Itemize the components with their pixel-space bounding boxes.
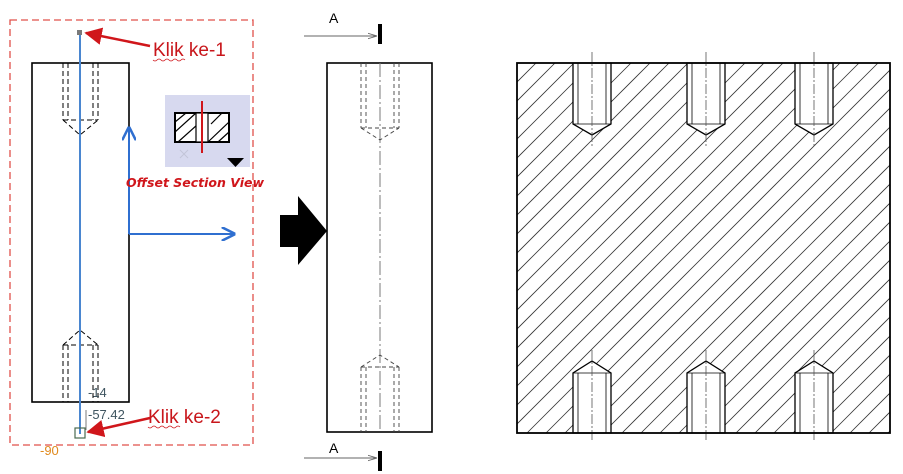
hatch-line: [697, 240, 890, 433]
left-panel: -14 -57.42 -90 Klik ke-1 Klik ke-2 O: [9, 19, 264, 458]
hatch-line: [517, 63, 727, 273]
hole-center-lines: [591, 52, 815, 440]
hatch-line: [517, 63, 575, 121]
click-1-label: Klik ke-1: [153, 40, 226, 61]
hatch-line: [517, 63, 803, 349]
hatch-pattern: [517, 63, 890, 433]
click-2-arrow: [86, 416, 151, 438]
hatch-line: [517, 63, 632, 178]
selection-frame: [9, 19, 254, 446]
hidden-hole-bottom-view: [360, 354, 400, 432]
dimension-readout-2: -57.42: [88, 407, 125, 422]
hatch-line: [517, 63, 708, 254]
hatch-line: [792, 335, 890, 433]
hatch-line: [517, 63, 841, 387]
click-1-underline: [152, 58, 186, 62]
hidden-hole-top-view: [360, 63, 400, 141]
hatch-line: [517, 63, 746, 292]
section-outline: [516, 62, 891, 434]
section-label-bottom: A: [329, 440, 339, 456]
cut-end-handle[interactable]: [74, 427, 86, 439]
coordinate-axes: [129, 128, 234, 234]
click-2-label: Klik ke-2: [148, 407, 221, 428]
hatch-line: [602, 145, 890, 433]
middle-panel: A A: [304, 10, 433, 471]
click-2-underline: [147, 425, 181, 429]
hatch-line: [564, 107, 890, 433]
cut-start-handle[interactable]: [77, 30, 82, 35]
dropdown-icon: [227, 158, 244, 167]
section-holes: [572, 62, 834, 434]
hatch-line: [716, 259, 890, 433]
hatch-line: [849, 392, 890, 433]
hatch-line: [517, 63, 670, 216]
tool-caption: Offset Section View: [126, 175, 264, 190]
thread-lines: [573, 63, 833, 433]
section-label-top: A: [329, 10, 339, 26]
hatch-line: [583, 126, 890, 433]
offset-section-view-icon[interactable]: [165, 95, 250, 167]
hatch-line: [678, 221, 890, 433]
section-marker-top: A: [304, 10, 382, 44]
right-panel: [516, 52, 891, 440]
hatch-line: [517, 63, 689, 235]
hatch-line: [811, 354, 890, 433]
section-marker-bottom: A: [304, 440, 382, 471]
dimension-readout-3: -90: [40, 443, 59, 458]
hatch-line: [517, 63, 594, 140]
dimension-readout-1: -14: [88, 385, 107, 400]
hatch-line: [621, 164, 890, 433]
hatch-line: [517, 63, 613, 159]
hatch-line: [517, 63, 822, 368]
hatch-line: [773, 316, 890, 433]
right-arrow-icon: [280, 196, 327, 265]
click-1-arrow: [84, 27, 151, 48]
